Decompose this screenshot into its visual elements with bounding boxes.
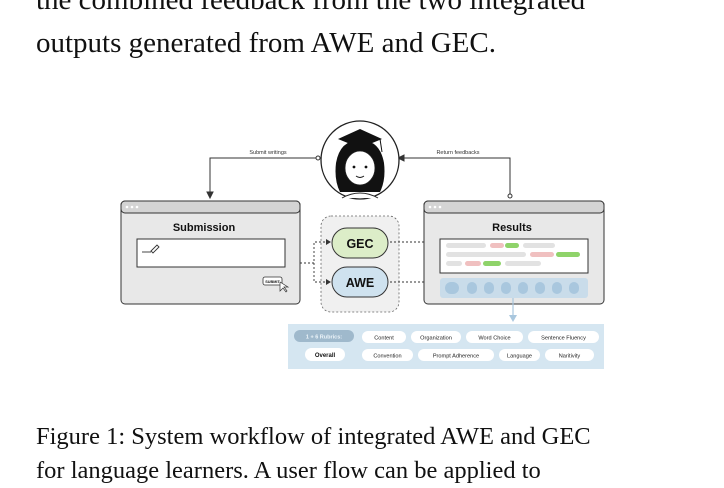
- submit-connector: [206, 155, 321, 200]
- results-title: Results: [492, 222, 532, 234]
- submit-button-label: SUBMIT: [265, 280, 280, 284]
- rubrics-label: 1 + 6 Rubrics:: [306, 335, 342, 341]
- rubric-chip: [499, 349, 540, 361]
- awe-pill: [331, 266, 389, 298]
- return-feedbacks-label: Return feedbacks: [436, 150, 479, 156]
- rubric-chip-label: Naritivity: [559, 353, 581, 359]
- rubric-chips: Content Organization Word Choice Sentence F…: [362, 331, 599, 361]
- overall-label: Overall: [315, 353, 336, 359]
- rubric-chip-label: Language: [507, 353, 532, 359]
- rubric-chip: [418, 349, 494, 361]
- cursor-icon: [279, 281, 290, 293]
- submission-window: [120, 200, 301, 305]
- rubric-chip-label: Content: [374, 335, 394, 341]
- gec-label: GEC: [346, 237, 373, 251]
- rubric-chip: [362, 349, 413, 361]
- figure-caption-line: Figure 1: System workflow of integrated …: [36, 423, 591, 450]
- pencil-icon: [150, 244, 160, 254]
- rubrics-panel: [288, 324, 604, 369]
- rubric-chip-label: Sentence Fluency: [541, 335, 586, 341]
- body-text-line: the combined feedback from the two integ…: [36, 0, 586, 16]
- rubric-chip: [411, 331, 461, 343]
- rubric-chip-label: Word Choice: [478, 335, 510, 341]
- rubric-chip: [528, 331, 599, 343]
- rubric-chip-label: Organization: [420, 335, 452, 341]
- rubric-chip-label: Convention: [373, 353, 401, 359]
- submit-writings-label: Submit writings: [249, 150, 287, 156]
- gec-pill: [331, 227, 389, 259]
- rubric-chip: [466, 331, 523, 343]
- rubrics-arrow: [509, 298, 517, 322]
- figure-caption-line: for language learners. A user flow can b…: [36, 457, 541, 484]
- rubric-chip: [362, 331, 406, 343]
- rubric-chip: [545, 349, 594, 361]
- results-window: [423, 200, 605, 305]
- submit-button: [262, 276, 283, 286]
- return-connector: [396, 154, 513, 199]
- rubric-chip-label: Prompt Adherence: [433, 353, 479, 359]
- submission-title: Submission: [173, 222, 236, 234]
- student-avatar: [320, 120, 400, 200]
- body-text-line: outputs generated from AWE and GEC.: [36, 27, 496, 59]
- awe-label: AWE: [346, 276, 374, 290]
